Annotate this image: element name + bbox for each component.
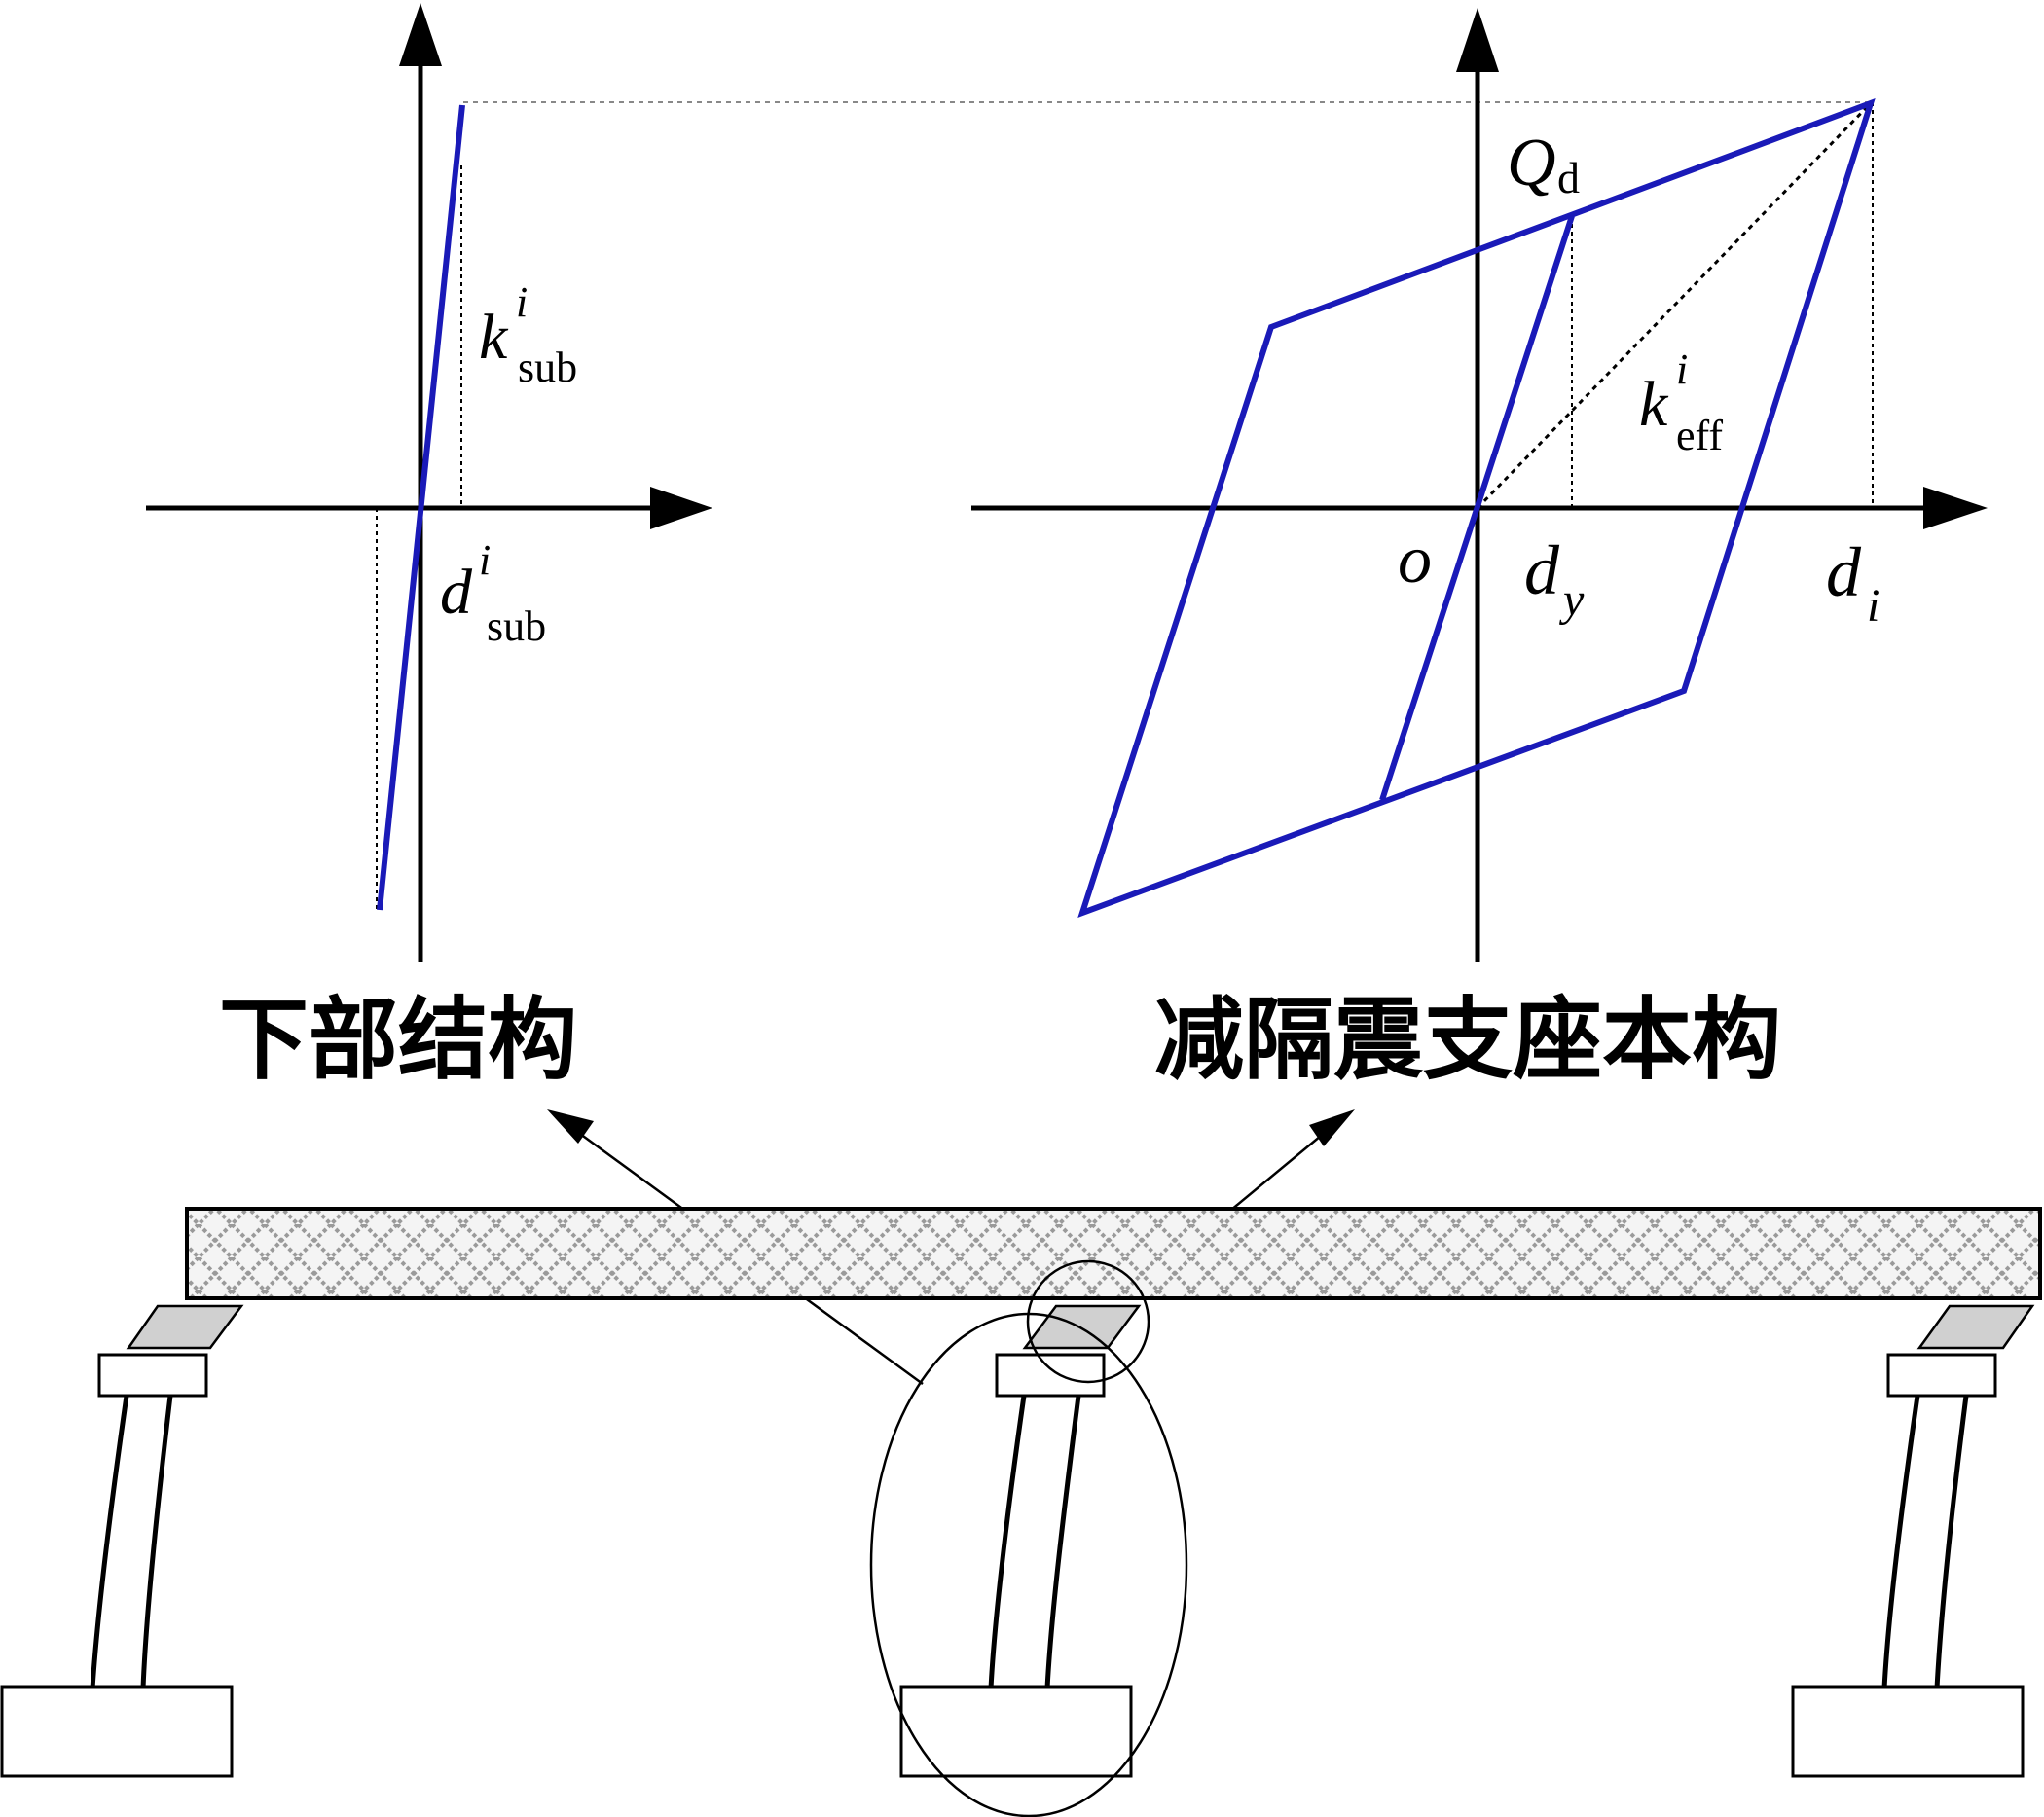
substructure-pointer-arrowhead xyxy=(547,1109,594,1144)
initial-stiffness-line xyxy=(1379,215,1575,801)
d-sub-sub: sub xyxy=(487,602,546,650)
k-eff-base: k xyxy=(1639,369,1669,440)
qd-sub: d xyxy=(1557,153,1580,202)
middle-pier-column xyxy=(988,1395,1081,1690)
left-x-axis-arrowhead xyxy=(650,487,712,529)
d-sub-sup: i xyxy=(479,536,491,584)
left-chart: k i sub d i sub 下部结构 xyxy=(146,3,1869,1092)
left-y-axis-arrowhead xyxy=(399,3,442,66)
effective-stiffness-line xyxy=(1476,101,1873,510)
dy-sub: y xyxy=(1558,574,1585,626)
right-bearing xyxy=(1916,1304,2035,1350)
d-sub-base: d xyxy=(440,557,473,628)
di-sub: i xyxy=(1867,580,1880,632)
right-chart: Q d k i eff o d y d i 减隔震支座本构 xyxy=(971,8,1988,1092)
k-sub-sup: i xyxy=(516,278,528,326)
middle-pier-cap xyxy=(995,1353,1106,1398)
left-pier-footing xyxy=(0,1685,234,1778)
right-x-axis-arrowhead xyxy=(1923,487,1988,529)
middle-pier xyxy=(899,1304,1142,1778)
substructure-stiffness-line xyxy=(377,104,465,911)
right-pier-cap xyxy=(1886,1353,1997,1398)
bridge xyxy=(0,1109,2042,1817)
left-bearing xyxy=(126,1304,244,1350)
k-eff-sub: eff xyxy=(1676,412,1723,459)
k-eff-sup: i xyxy=(1676,345,1688,393)
origin-label: o xyxy=(1398,523,1432,598)
di-base: d xyxy=(1826,533,1862,611)
k-sub-base: k xyxy=(479,302,509,373)
isolation-bearing-caption: 减隔震支座本构 xyxy=(1154,988,1781,1092)
middle-bearing xyxy=(1022,1304,1142,1350)
bearing-highlight-circle xyxy=(1026,1259,1150,1384)
right-pier xyxy=(1791,1304,2035,1778)
left-pier-cap xyxy=(97,1353,208,1398)
svg-text:d: d xyxy=(440,557,473,628)
right-y-axis-arrowhead xyxy=(1456,8,1499,72)
right-pier-column xyxy=(1881,1395,1969,1690)
right-pier-footing xyxy=(1791,1685,2025,1778)
svg-text:k: k xyxy=(479,302,509,373)
dy-base: d xyxy=(1524,531,1560,609)
qd-base: Q xyxy=(1507,126,1556,200)
left-pier-column xyxy=(90,1395,173,1690)
left-pier xyxy=(0,1304,244,1778)
hysteresis-loop xyxy=(1077,98,1876,918)
substructure-caption: 下部结构 xyxy=(219,988,577,1092)
bearing-pointer-arrowhead xyxy=(1309,1109,1355,1146)
middle-pier-footing xyxy=(899,1685,1133,1778)
k-sub-sub: sub xyxy=(518,344,577,391)
bridge-deck xyxy=(185,1207,2042,1300)
